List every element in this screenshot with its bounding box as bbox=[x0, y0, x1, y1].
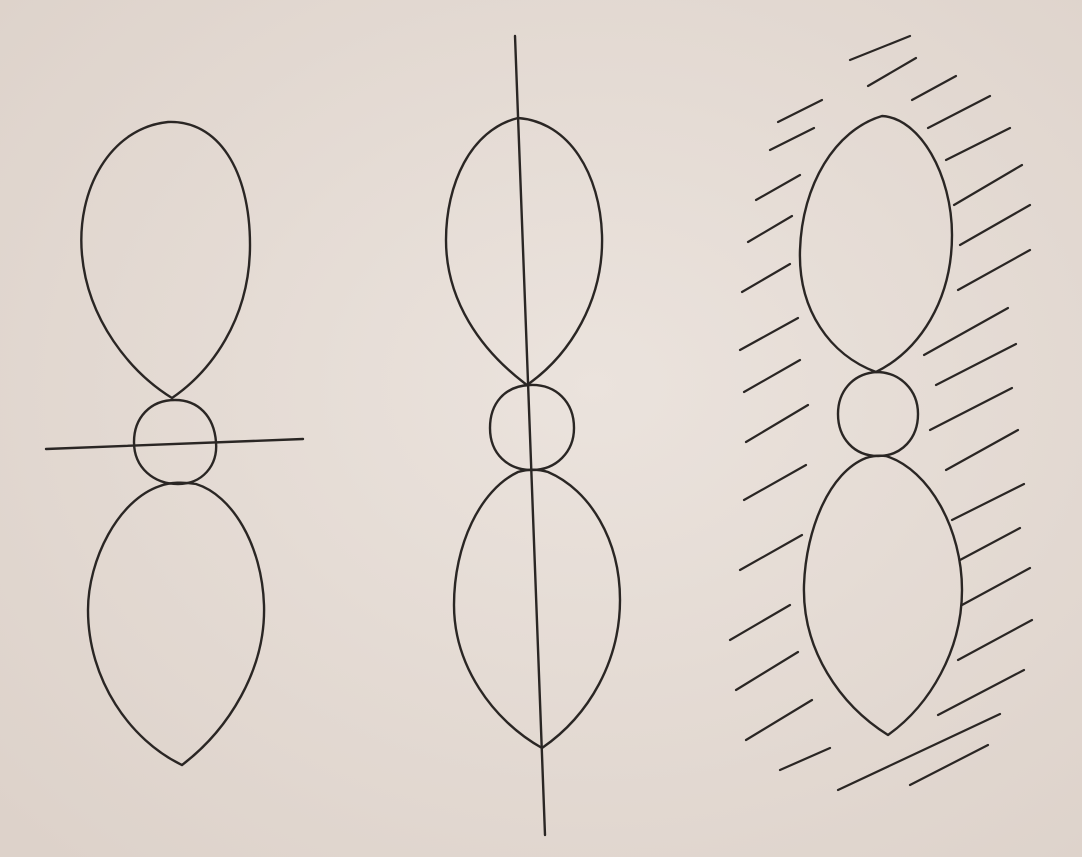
hand-drawn-sketch bbox=[0, 0, 1082, 857]
